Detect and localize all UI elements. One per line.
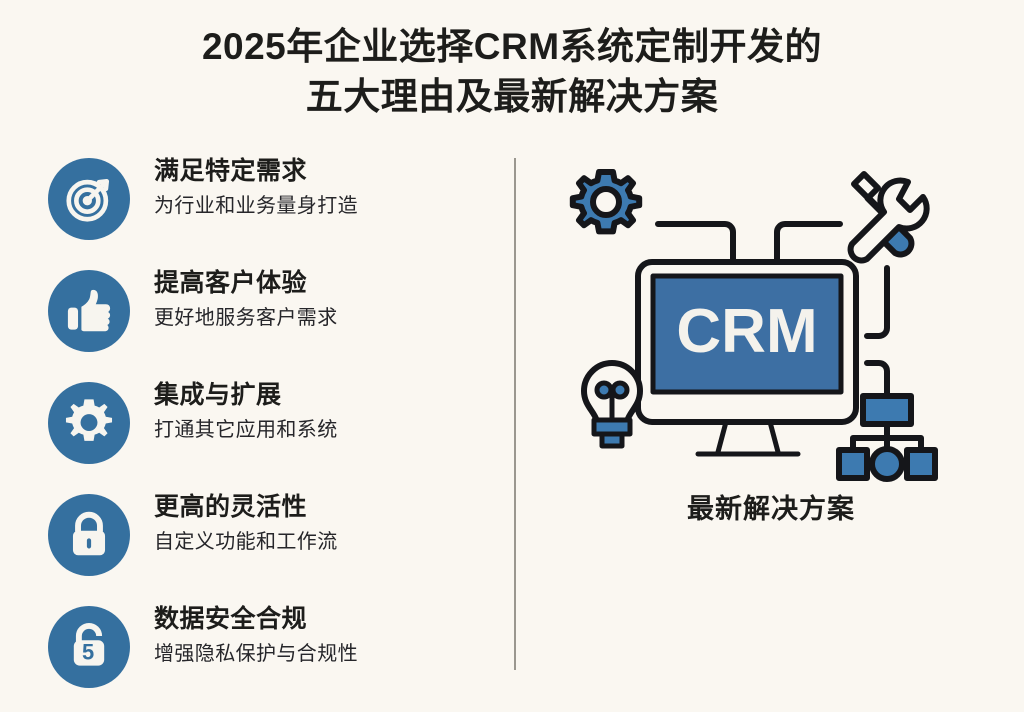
list-item-desc: 自定义功能和工作流: [154, 531, 338, 553]
thumbs-up-icon: [48, 270, 130, 352]
list-item-text: 满足特定需求 为行业和业务量身打造: [154, 154, 504, 221]
org-chart-icon: [836, 393, 938, 482]
shield-five-icon: 5: [48, 606, 130, 688]
connector-line: [864, 360, 890, 399]
connector-line: [655, 221, 736, 265]
connector-line: [774, 221, 843, 265]
target-icon: [48, 158, 130, 240]
vertical-divider: [514, 158, 516, 670]
list-item-text: 提高客户体验 更好地服务客户需求: [154, 266, 504, 333]
list-item-desc: 增强隐私保护与合规性: [154, 643, 358, 665]
infographic-poster: 2025年企业选择CRM系统定制开发的 五大理由及最新解决方案 满足特定需求: [0, 22, 1024, 688]
reasons-list: 满足特定需求 为行业和业务量身打造 提高客户体验 更好地服务客户需求: [44, 152, 504, 712]
gear-icon: [48, 382, 130, 464]
gear-icon: [569, 169, 643, 235]
list-item: 5 数据安全合规 增强隐私保护与合规性: [44, 600, 504, 712]
list-item-desc: 更好地服务客户需求: [154, 307, 338, 329]
list-item: 集成与扩展 打通其它应用和系统: [44, 376, 504, 488]
list-item-title: 数据安全合规: [154, 605, 308, 633]
lightbulb-icon: [581, 360, 643, 449]
list-item-title: 更高的灵活性: [154, 493, 308, 521]
list-item-title: 提高客户体验: [154, 269, 308, 297]
svg-text:5: 5: [82, 640, 94, 665]
title-line-2: 五大理由及最新解决方案: [305, 76, 719, 117]
list-item-title: 集成与扩展: [154, 381, 282, 409]
wrench-screwdriver-icon: [847, 171, 930, 264]
page-title: 2025年企业选择CRM系统定制开发的 五大理由及最新解决方案: [0, 22, 1024, 122]
list-item: 更高的灵活性 自定义功能和工作流: [44, 488, 504, 600]
list-item-desc: 打通其它应用和系统: [154, 419, 338, 441]
lock-icon: [48, 494, 130, 576]
illustration-caption: 最新解决方案: [687, 494, 855, 524]
connector-line: [864, 265, 890, 339]
list-item-title: 满足特定需求: [154, 157, 308, 185]
list-item-desc: 为行业和业务量身打造: [154, 195, 358, 217]
crm-screen-label: CRM: [676, 297, 817, 366]
monitor-icon: [635, 259, 859, 457]
list-item-text: 集成与扩展 打通其它应用和系统: [154, 378, 504, 445]
list-item: 满足特定需求 为行业和业务量身打造: [44, 152, 504, 264]
list-item: 提高客户体验 更好地服务客户需求: [44, 264, 504, 376]
crm-illustration: CRM: [540, 158, 1002, 498]
list-item-text: 数据安全合规 增强隐私保护与合规性: [154, 602, 504, 669]
list-item-text: 更高的灵活性 自定义功能和工作流: [154, 490, 504, 557]
title-line-1: 2025年企业选择CRM系统定制开发的: [201, 26, 823, 67]
